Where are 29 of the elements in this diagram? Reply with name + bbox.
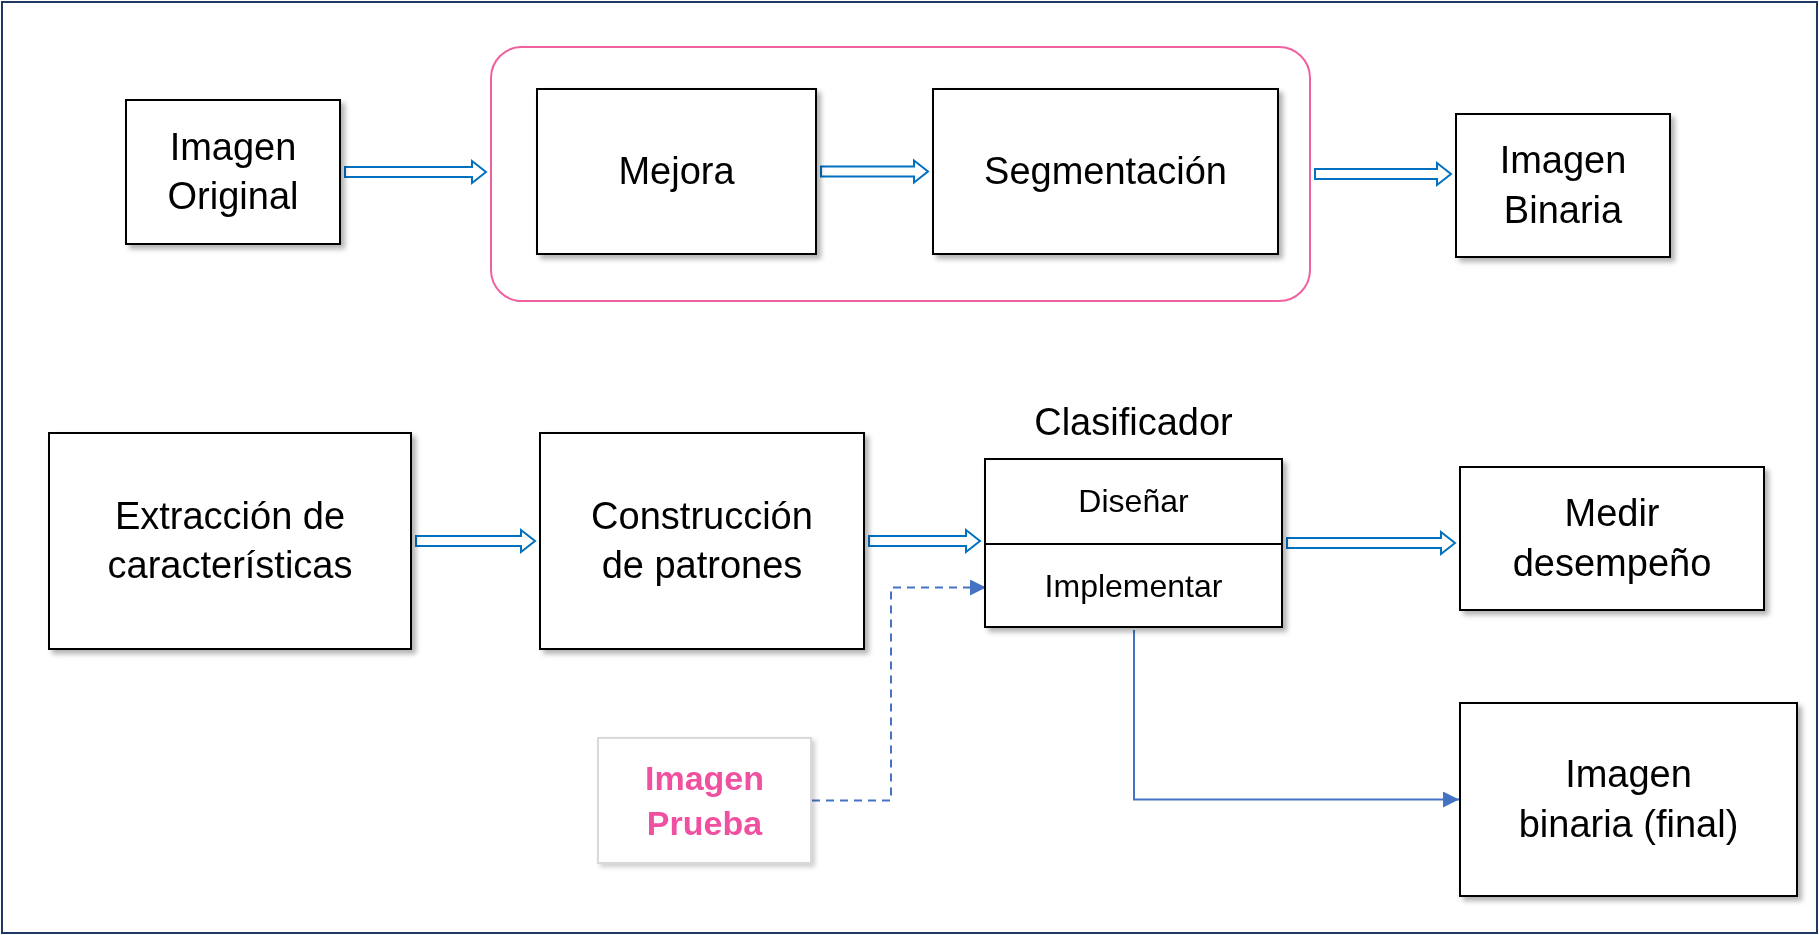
block-arrow <box>868 527 982 555</box>
node-label: Imagen Prueba <box>643 758 765 844</box>
node-label: Imagen Binaria <box>1498 138 1628 233</box>
node-label: Implementar <box>1044 566 1223 606</box>
node-label: Imagen Original <box>166 124 300 219</box>
block-arrow <box>1286 529 1457 557</box>
node-label: Extracción de características <box>106 493 354 588</box>
process-box <box>539 432 865 650</box>
block-arrow <box>820 158 930 185</box>
block-arrow <box>344 158 488 186</box>
process-box <box>1455 113 1671 258</box>
process-box <box>1459 702 1798 897</box>
input-box <box>597 737 812 864</box>
process-box <box>536 88 817 255</box>
block-arrow <box>415 527 537 555</box>
process-box <box>1459 466 1765 611</box>
heading: Clasificador <box>1033 400 1234 445</box>
block-arrow <box>1314 160 1453 188</box>
node-label: Imagen binaria (final) <box>1517 752 1740 847</box>
node-label: Mejora <box>618 148 735 194</box>
node-label: Segmentación <box>984 148 1227 194</box>
node-label: Medir desempeño <box>1511 491 1713 586</box>
process-box <box>932 88 1279 255</box>
node-label: Construcción de patrones <box>590 493 814 588</box>
node-label: Diseñar <box>1078 481 1189 521</box>
arrow <box>1133 629 1460 808</box>
process-box <box>125 99 341 245</box>
group-outline <box>490 46 1311 302</box>
process-box <box>48 432 412 650</box>
